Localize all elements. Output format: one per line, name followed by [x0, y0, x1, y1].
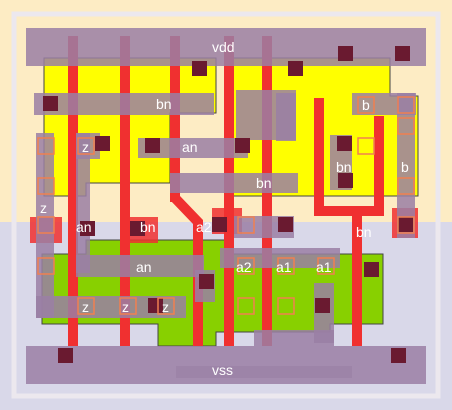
z-label: z: [162, 299, 169, 315]
contacts: [43, 46, 413, 363]
z-label: z: [40, 200, 47, 216]
z-label: z: [82, 139, 89, 155]
vdd-label: vdd: [212, 39, 235, 55]
z-label: z: [82, 299, 89, 315]
bn-label: bn: [336, 159, 352, 175]
bn-label: bn: [140, 219, 156, 235]
b-label: b: [362, 97, 370, 113]
a2-label: a2: [196, 219, 212, 235]
bn-label: bn: [156, 96, 172, 112]
bn-label: bn: [256, 175, 272, 191]
b-label: b: [401, 159, 409, 175]
a2-label: a2: [236, 259, 252, 275]
z-label: z: [122, 299, 129, 315]
an-label: an: [136, 259, 152, 275]
via-markers: [37, 96, 415, 315]
cell-boundary: [11, 11, 441, 399]
vdd-rail: [26, 28, 426, 66]
an-label: an: [182, 139, 198, 155]
a1-label: a1: [276, 259, 292, 275]
a1-label: a1: [316, 259, 332, 275]
vss-strap: [176, 366, 352, 378]
bn-label: bn: [356, 224, 372, 240]
vss-label: vss: [212, 362, 233, 378]
an-label: an: [76, 219, 92, 235]
metal1-layer: [26, 28, 426, 384]
